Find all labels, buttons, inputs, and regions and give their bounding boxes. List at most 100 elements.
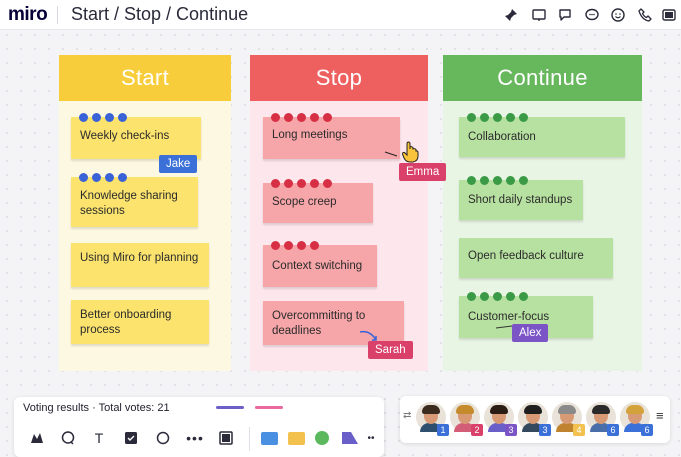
vote-dot — [323, 179, 332, 188]
green-circle-icon[interactable] — [311, 427, 333, 449]
vote-dot — [480, 113, 489, 122]
shape-icon[interactable] — [26, 427, 48, 449]
vote-dot — [118, 113, 127, 122]
reaction-icon[interactable] — [609, 6, 627, 24]
vote-dot — [118, 173, 127, 182]
sticky-note-text: Scope creep — [272, 196, 337, 208]
vote-dot — [284, 179, 293, 188]
vote-dot — [284, 113, 293, 122]
vote-dot — [480, 176, 489, 185]
collaborator-avatar[interactable]: 6 — [620, 402, 653, 436]
collaborator-avatar[interactable]: 6 — [586, 402, 619, 436]
sticky-note[interactable]: Weekly check-ins — [71, 113, 201, 159]
vote-dot — [284, 241, 293, 250]
vote-count-badge: 6 — [607, 424, 619, 436]
sticky-note[interactable]: Better onboarding process — [71, 300, 209, 344]
vote-dot — [493, 292, 502, 301]
sticky-note[interactable]: Customer-focus — [459, 292, 593, 338]
collaborator-avatar[interactable]: 2 — [450, 402, 483, 436]
yellow-rectangle-icon[interactable] — [285, 427, 307, 449]
sticky-note[interactable]: Knowledge sharing sessions — [71, 173, 198, 227]
vote-dot — [297, 179, 306, 188]
board-title[interactable]: Start / Stop / Continue — [71, 4, 249, 24]
comment-tool-icon[interactable] — [57, 427, 79, 449]
vote-dots — [467, 176, 528, 185]
vote-legend-line — [255, 406, 283, 409]
vote-dot — [271, 241, 280, 250]
top-bar: miro Start / Stop / Continue — [0, 0, 681, 30]
vote-dot — [519, 113, 528, 122]
vote-dot — [79, 113, 88, 122]
vote-dot — [493, 113, 502, 122]
column-title[interactable]: Start — [59, 55, 231, 101]
vote-dot — [323, 113, 332, 122]
vote-dot — [310, 179, 319, 188]
vote-dot — [467, 176, 476, 185]
collaborator-avatar[interactable]: 3 — [484, 402, 517, 436]
sticky-note-text: Customer-focus — [468, 311, 550, 323]
total-votes: Total votes: 21 — [98, 402, 170, 414]
vote-dot — [297, 241, 306, 250]
sticky-note-text: Short daily standups — [468, 194, 573, 206]
cursor-label-alex: Alex — [512, 324, 549, 342]
column-title[interactable]: Stop — [250, 55, 428, 101]
sticky-note[interactable]: Collaboration — [459, 113, 625, 157]
vote-dot — [506, 292, 515, 301]
sticky-note[interactable]: Using Miro for planning — [71, 243, 209, 287]
drag-handle-icon[interactable]: ⇄ — [403, 410, 412, 421]
comment-icon[interactable] — [556, 6, 574, 24]
sticky-note[interactable]: Open feedback culture — [459, 238, 613, 278]
collaborator-avatar[interactable]: 4 — [552, 402, 585, 436]
purple-shape-icon[interactable] — [339, 427, 361, 449]
sticky-note-text: Better onboarding process — [80, 309, 172, 336]
sticky-note-text: Using Miro for planning — [80, 252, 199, 264]
vote-dots — [271, 113, 332, 122]
vote-dot — [92, 113, 101, 122]
more-icon[interactable]: ••• — [186, 430, 204, 446]
vote-dot — [467, 292, 476, 301]
call-icon[interactable] — [636, 6, 654, 24]
sticky-note[interactable]: Short daily standups — [459, 176, 583, 220]
vote-count-badge: 2 — [471, 424, 483, 436]
sticky-note[interactable]: Overcommitting to deadlines — [263, 301, 404, 345]
present-icon[interactable] — [530, 6, 548, 24]
vote-dot — [506, 113, 515, 122]
sticky-note[interactable]: Context switching — [263, 241, 377, 287]
circle-tool-icon[interactable] — [152, 427, 174, 449]
vote-count-badge: 3 — [539, 424, 551, 436]
sticky-note-text: Overcommitting to deadlines — [272, 310, 366, 337]
vote-count-badge: 6 — [641, 424, 653, 436]
sticky-note[interactable]: Scope creep — [263, 179, 373, 223]
chat-icon[interactable] — [583, 6, 601, 24]
vote-dot — [480, 292, 489, 301]
vote-dot — [271, 179, 280, 188]
cursor-trail-alex — [495, 325, 513, 329]
vote-dots — [271, 179, 332, 188]
vote-dot — [297, 113, 306, 122]
vote-count-badge: 3 — [505, 424, 517, 436]
hand-cursor-icon — [401, 141, 421, 166]
separator-dot: · — [92, 402, 96, 414]
share-screen-icon[interactable] — [660, 6, 678, 24]
vote-count-badge: 1 — [437, 424, 449, 436]
sticky-tool-icon[interactable] — [120, 427, 142, 449]
sticky-note[interactable]: Long meetings — [263, 113, 400, 159]
vote-dots — [467, 292, 528, 301]
pin-icon[interactable] — [502, 6, 520, 24]
palette-more-icon[interactable]: •• — [367, 432, 375, 444]
collaborator-avatar[interactable]: 1 — [416, 402, 449, 436]
cursor-trail-emma — [384, 151, 398, 157]
frame-icon[interactable] — [215, 427, 237, 449]
vote-dots — [271, 241, 319, 250]
vote-dot — [519, 176, 528, 185]
collaborator-avatar[interactable]: 3 — [518, 402, 551, 436]
sticky-note-text: Open feedback culture — [468, 250, 584, 262]
text-tool-icon[interactable]: T — [94, 430, 104, 446]
menu-icon[interactable]: ≡ — [656, 408, 664, 423]
column-title[interactable]: Continue — [443, 55, 642, 101]
divider — [57, 6, 58, 24]
blue-rectangle-icon[interactable] — [258, 427, 280, 449]
miro-logo[interactable]: miro — [8, 4, 48, 25]
voting-results-title[interactable]: Voting results · Total votes: 21 — [23, 402, 170, 414]
cursor-label-jake: Jake — [159, 155, 198, 173]
